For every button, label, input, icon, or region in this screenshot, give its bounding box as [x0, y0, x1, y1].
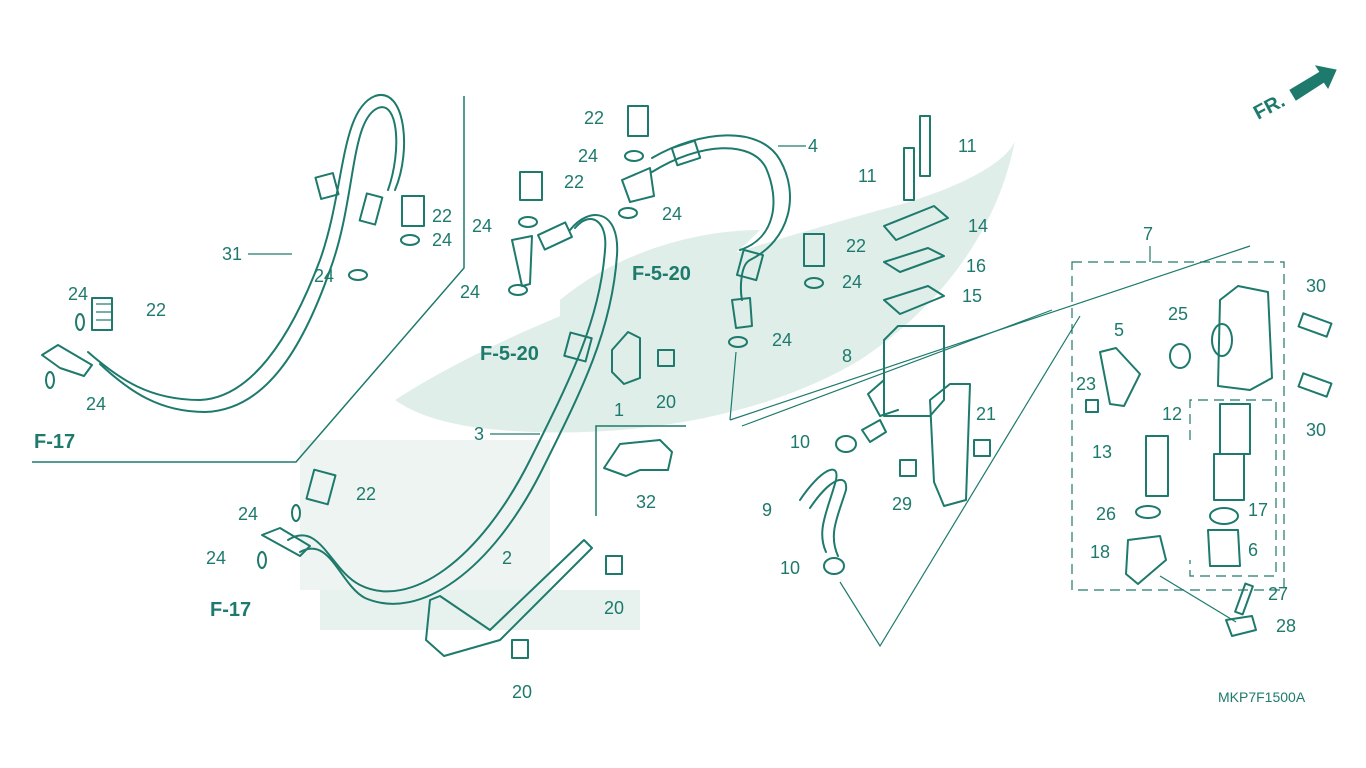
callout-25: 25 [1168, 304, 1188, 324]
cross-references: F-17 F-17 F-5-20 F-5-20 [34, 263, 691, 621]
callout-24f: 24 [472, 216, 492, 236]
front-direction-arrow-icon: FR. [1250, 65, 1337, 125]
master-cylinder-8 [861, 325, 945, 443]
callout-16: 16 [966, 256, 986, 276]
callout-23: 23 [1076, 374, 1096, 394]
callout-22d: 22 [564, 172, 584, 192]
callout-20b: 20 [604, 598, 624, 618]
callout-24c: 24 [432, 230, 452, 250]
callout-labels: 1 2 3 4 5 6 7 8 9 10 10 11 11 12 13 14 1… [68, 108, 1326, 702]
callout-3: 3 [474, 424, 484, 444]
ref-f520-lower: F-5-20 [480, 343, 539, 365]
callout-24a: 24 [68, 284, 88, 304]
callout-2: 2 [502, 548, 512, 568]
callout-24d: 24 [314, 266, 334, 286]
hose-9-and-clips-10 [799, 435, 857, 575]
callout-6: 6 [1248, 540, 1258, 560]
callout-10b: 10 [780, 558, 800, 578]
watermark-logo [300, 140, 1015, 630]
clamp-32 [595, 425, 686, 516]
callout-5: 5 [1114, 320, 1124, 340]
callout-22c: 22 [584, 108, 604, 128]
screws-11 [903, 115, 931, 201]
callout-24j: 24 [772, 330, 792, 350]
callout-24b: 24 [86, 394, 106, 414]
master-cylinder-kit-7 [1071, 246, 1333, 637]
callout-11b: 11 [858, 166, 877, 186]
callout-24h: 24 [460, 282, 480, 302]
callout-30a: 30 [1306, 276, 1326, 296]
callout-26: 26 [1096, 504, 1116, 524]
callout-31: 31 [222, 244, 242, 264]
callout-1: 1 [614, 400, 624, 420]
callout-22b: 22 [432, 206, 452, 226]
callout-14: 14 [968, 216, 988, 236]
callout-12: 12 [1162, 404, 1182, 424]
guide-2 [425, 539, 623, 659]
ref-f17-left: F-17 [34, 431, 75, 453]
bracket-1 [611, 331, 675, 385]
callout-24e: 24 [578, 146, 598, 166]
callout-11a: 11 [958, 136, 977, 156]
callout-30b: 30 [1306, 420, 1326, 440]
callout-15: 15 [962, 286, 982, 306]
callout-17: 17 [1248, 500, 1268, 520]
callout-9: 9 [762, 500, 772, 520]
callout-27: 27 [1268, 584, 1288, 604]
callout-7: 7 [1143, 224, 1153, 244]
diaphragm-plate-16 [883, 247, 945, 273]
callout-22a: 22 [146, 300, 166, 320]
callout-18: 18 [1090, 542, 1110, 562]
callout-24l: 24 [206, 548, 226, 568]
brake-hose-31 [41, 93, 425, 413]
callout-22f: 22 [356, 484, 376, 504]
reservoir-bracket-19 [899, 383, 991, 507]
callout-4: 4 [808, 136, 818, 156]
diagram-code: MKP7F1500A [1218, 689, 1306, 705]
callout-28: 28 [1276, 616, 1296, 636]
kit-bracket-lines [729, 245, 1251, 648]
section-divider [32, 96, 465, 463]
callout-24i: 24 [842, 272, 862, 292]
brake-hose-3 [257, 171, 619, 605]
callout-24k: 24 [238, 504, 258, 524]
callout-13: 13 [1092, 442, 1112, 462]
callout-20a: 20 [656, 392, 676, 412]
ref-f520-upper: F-5-20 [632, 263, 691, 285]
callout-20c: 20 [512, 682, 532, 702]
callout-10a: 10 [790, 432, 810, 452]
callout-8: 8 [842, 346, 852, 366]
callout-29: 29 [892, 494, 912, 514]
ref-f17-lower: F-17 [210, 599, 251, 621]
callout-21: 21 [976, 404, 996, 424]
brake-hose-4 [618, 105, 825, 348]
callout-32: 32 [636, 492, 656, 512]
front-direction-label: FR. [1250, 90, 1289, 125]
diaphragm-15 [883, 285, 945, 315]
callout-22e: 22 [846, 236, 866, 256]
reservoir-cap-14 [883, 205, 949, 241]
callout-24g: 24 [662, 204, 682, 224]
